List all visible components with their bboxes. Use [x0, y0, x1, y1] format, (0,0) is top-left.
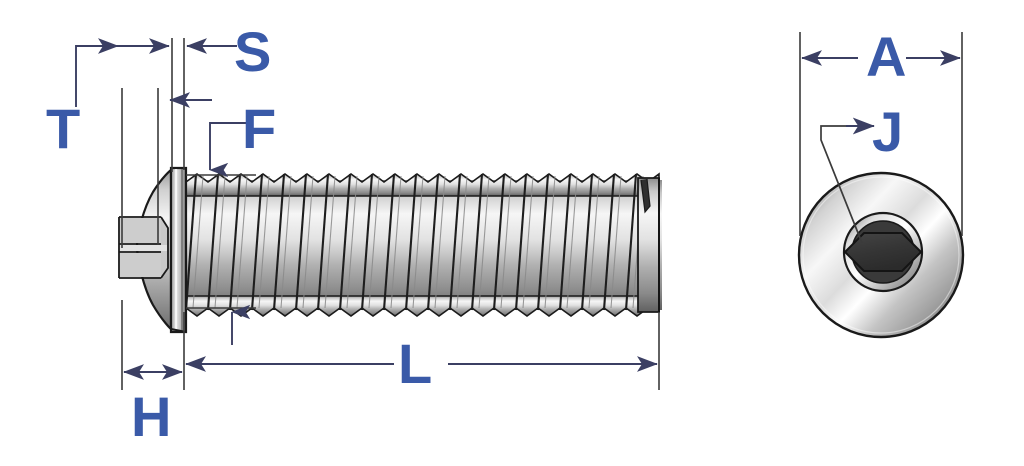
side-view-group [75, 38, 662, 390]
hex-socket-polygon [844, 232, 922, 272]
shank-end-chamfer-notch [640, 178, 651, 214]
socket-face-lower [120, 253, 161, 277]
top-view-group [797, 32, 965, 339]
dimension-label-L: L [398, 332, 433, 395]
dimension-label-J: J [872, 100, 904, 163]
top-extension-lines [799, 32, 963, 236]
dimension-label-S: S [234, 20, 272, 83]
dimension-label-T: T [46, 97, 81, 160]
thread-helix-lines [184, 173, 638, 311]
thread-bottom-profile [185, 295, 660, 317]
dimension-label-F: F [242, 97, 277, 160]
threaded-shank [184, 172, 662, 317]
socket-face-upper [120, 218, 161, 243]
thread-shading-lines [192, 175, 644, 309]
socket-face-middle [120, 245, 167, 251]
leader-T [75, 38, 119, 107]
dimension-label-H: H [131, 385, 172, 448]
side-dimension-arrows [75, 38, 658, 380]
leader-F [209, 122, 248, 178]
leader-J-line [820, 125, 863, 244]
dimension-label-A: A [866, 25, 907, 88]
leader-J-group [820, 117, 875, 244]
hex-socket-side-profile [118, 216, 169, 279]
head-circle-inner-highlight [802, 176, 960, 334]
button-head [118, 166, 188, 334]
head-shoulder-block [169, 166, 188, 334]
